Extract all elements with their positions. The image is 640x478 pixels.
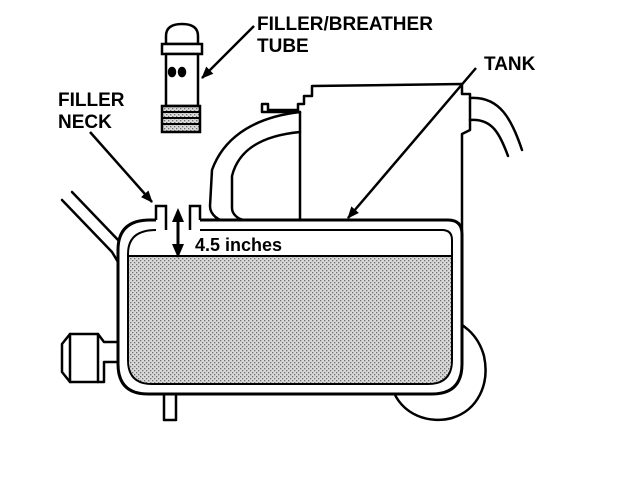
leader-arrows	[89, 25, 477, 219]
wheel	[390, 316, 487, 422]
dimension-indicator	[172, 208, 184, 258]
dimension-label: 4.5 inches	[195, 235, 282, 255]
tube-cap	[164, 22, 200, 46]
tube-vent-hole-left	[167, 66, 177, 78]
tank-arrow	[347, 67, 477, 219]
filler-neck-label-line2: NECK	[58, 112, 112, 133]
filler-neck-arrow	[89, 131, 153, 203]
filler-breather-tube	[160, 22, 204, 134]
left-pipe	[208, 110, 302, 224]
labels: FILLER/BREATHER TUBE TANK FILLER NECK 4.…	[58, 14, 536, 255]
liquid-fill	[129, 256, 451, 383]
tube-vent-hole-center	[177, 66, 187, 78]
background-equipment	[60, 82, 524, 422]
tank	[116, 218, 464, 396]
dimension-arrow-bottom-head	[172, 244, 184, 258]
filler-breather-arrow	[201, 25, 255, 79]
air-hose	[468, 96, 524, 152]
filler-breather-label-line2: TUBE	[257, 36, 309, 57]
filler-breather-label-line1: FILLER/BREATHER	[257, 14, 433, 35]
support-foot	[162, 386, 178, 422]
tube-body	[164, 52, 200, 108]
tank-label: TANK	[484, 54, 536, 75]
handle-bar	[60, 198, 120, 264]
tube-threads	[162, 111, 200, 125]
filler-neck-label-line1: FILLER	[58, 90, 125, 111]
motor-housing-outline	[260, 82, 472, 232]
dimension-arrow-top-head	[172, 208, 184, 222]
tube-collar	[160, 42, 204, 56]
